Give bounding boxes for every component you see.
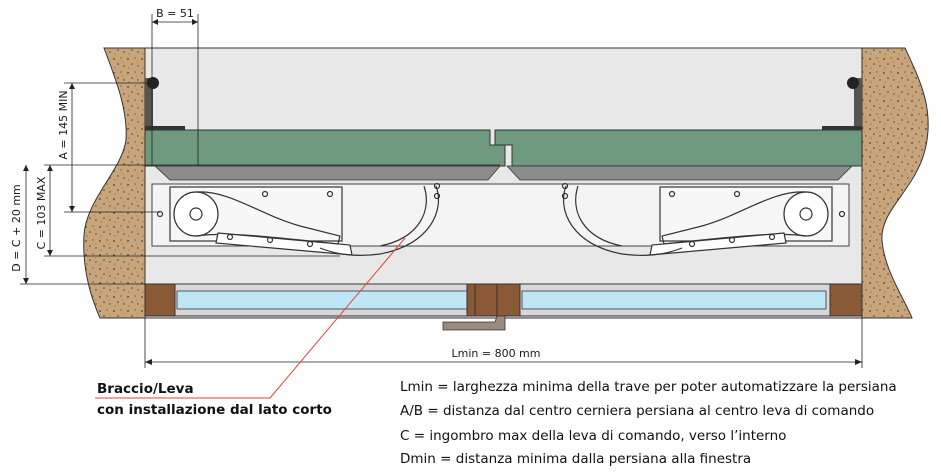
dimension-lines [20,14,863,368]
left-wall [83,47,146,319]
right-lever-mechanism [561,182,846,256]
dim-a-label: A = 145 MIN [57,90,70,159]
left-lever-mechanism [156,182,441,256]
legend-line-1: Lmin = larghezza minima della trave per … [400,379,897,395]
dim-d-label: D = C + 20 mm [10,184,23,272]
glass-right [521,290,827,310]
window-handle [442,315,506,331]
shutter-left-base [153,165,501,181]
glass-left [176,290,468,310]
dim-c-label: C = 103 MAX [35,176,48,249]
callout-subtitle: con installazione dal lato corto [97,402,332,418]
shutter-left [144,129,506,167]
dimension-arrows [23,19,862,365]
shutter-right-base [506,165,853,181]
callout-title: Braccio/Leva [97,381,194,397]
beam-area [144,47,863,319]
legend-line-2: A/B = distanza dal centro cerniera persi… [400,403,874,419]
right-hinge [822,77,862,130]
dim-lmin-label: Lmin = 800 mm [451,347,540,360]
dim-b-label: B = 51 [156,7,194,20]
legend-line-3: C = ingombro max della leva di comando, … [400,428,786,444]
window-frame [144,283,863,331]
callout-leader [95,237,406,399]
right-wall [861,47,929,319]
shutter-right [494,129,863,167]
legend-line-4: Dmin = distanza minima dalla persiana al… [400,451,751,467]
